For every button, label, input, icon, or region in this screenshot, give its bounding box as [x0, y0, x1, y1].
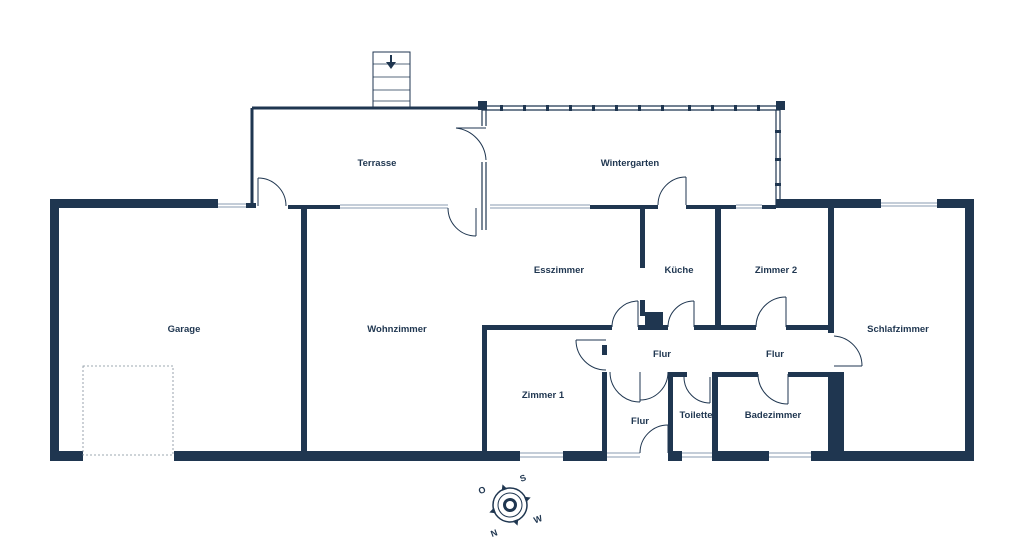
room-labels: Terrasse Wintergarten Garage Wohnzimmer … — [168, 158, 930, 427]
doors — [257, 127, 863, 454]
compass-letter-n: N — [489, 527, 499, 539]
exterior-walls — [50, 199, 974, 461]
label-badezimmer: Badezimmer — [745, 410, 802, 421]
compass-rose-icon: S O W N — [477, 472, 544, 539]
label-kueche: Küche — [664, 265, 693, 276]
label-flur-1: Flur — [653, 349, 671, 360]
compass-letter-s: S — [518, 472, 527, 483]
label-terrasse: Terrasse — [358, 158, 397, 169]
wintergarten-window-row — [478, 101, 785, 230]
label-esszimmer: Esszimmer — [534, 265, 584, 276]
windows — [218, 202, 937, 458]
stairs-down-arrow-icon — [372, 51, 411, 110]
label-schlafzimmer: Schlafzimmer — [867, 324, 929, 335]
compass-letter-o: O — [477, 484, 487, 496]
label-wintergarten: Wintergarten — [601, 158, 660, 169]
label-wohnzimmer: Wohnzimmer — [367, 324, 427, 335]
compass-letter-w: W — [532, 513, 544, 525]
label-flur-3: Flur — [631, 416, 649, 427]
terrace-outline — [250, 106, 482, 206]
label-zimmer2: Zimmer 2 — [755, 265, 797, 276]
label-flur-2: Flur — [766, 349, 784, 360]
garage-door-outline — [82, 365, 174, 456]
label-garage: Garage — [168, 324, 201, 335]
label-toilette: Toilette — [679, 410, 712, 421]
label-zimmer1: Zimmer 1 — [522, 390, 565, 401]
